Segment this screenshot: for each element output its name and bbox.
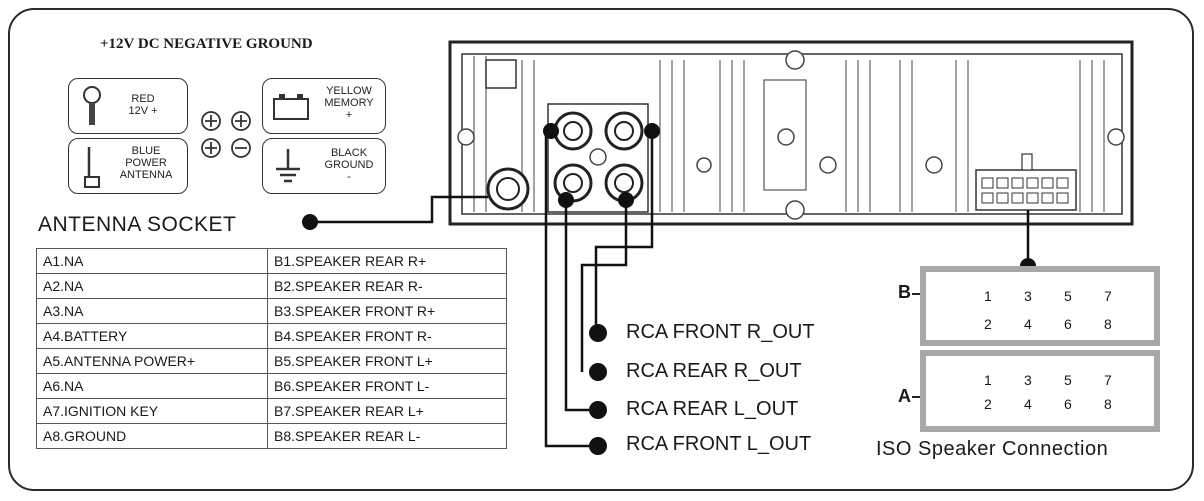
- rca-jacks: [553, 111, 644, 203]
- iso-b-pin: 3: [1024, 288, 1032, 304]
- pin-a-cell: A2.NA: [36, 273, 268, 299]
- blue-wire-box: BLUE POWER ANTENNA: [68, 138, 188, 194]
- red-wire-label: RED 12V +: [128, 93, 158, 117]
- iso-a-pin: 2: [984, 396, 992, 412]
- antenna-socket: [486, 167, 530, 211]
- iso-b-pin: 4: [1024, 316, 1032, 332]
- yellow-wire-box: YELLOW MEMORY +: [262, 78, 386, 134]
- rca-front-r-label: RCA FRONT R_OUT: [626, 321, 815, 343]
- iso-b-pin: 7: [1104, 288, 1112, 304]
- antenna-icon: [84, 147, 100, 188]
- iso-a-pin: 8: [1104, 396, 1112, 412]
- pin-a-cell: A3.NA: [36, 298, 268, 324]
- pin-b-cell: B6.SPEAKER FRONT L-: [267, 373, 507, 399]
- pin-b-cell: B8.SPEAKER REAR L-: [267, 423, 507, 449]
- black-wire-box: BLACK GROUND -: [262, 138, 386, 194]
- iso-b-pin: 1: [984, 288, 992, 304]
- pin-a-cell: A1.NA: [36, 248, 268, 274]
- iso-a-pin: 7: [1104, 372, 1112, 388]
- pin-a-cell: A4.BATTERY: [36, 323, 268, 349]
- pin-a-cell: A5.ANTENNA POWER+: [36, 348, 268, 374]
- iso-connector-socket: [975, 153, 1077, 211]
- power-header: +12V DC NEGATIVE GROUND: [100, 36, 313, 52]
- iso-a-pin: 1: [984, 372, 992, 388]
- pin-b-cell: B3.SPEAKER FRONT R+: [267, 298, 507, 324]
- connection-lines: [310, 129, 1030, 448]
- iso-a-pin: 3: [1024, 372, 1032, 388]
- iso-connector-b: 1 3 5 7 2 4 6 8: [920, 266, 1160, 346]
- red-wire-box: RED 12V +: [68, 78, 188, 134]
- mounting-screws: [457, 50, 1125, 220]
- diagram-frame: [8, 8, 1194, 491]
- iso-b-pin: 6: [1064, 316, 1072, 332]
- pin-b-cell: B7.SPEAKER REAR L+: [267, 398, 507, 424]
- iso-a-pin: 5: [1064, 372, 1072, 388]
- heatsink-fins: [473, 56, 1105, 212]
- rca-rear-l-label: RCA REAR L_OUT: [626, 398, 799, 420]
- pin-a-cell: A7.IGNITION KEY: [36, 398, 268, 424]
- pin-b-cell: B1.SPEAKER REAR R+: [267, 248, 507, 274]
- iso-b-pin: 8: [1104, 316, 1112, 332]
- iso-b-label: B: [898, 282, 911, 302]
- iso-b-pin: 2: [984, 316, 992, 332]
- iso-connector-a: 1 3 5 7 2 4 6 8: [920, 350, 1160, 432]
- black-wire-label: BLACK GROUND -: [324, 147, 374, 183]
- battery-icon: [273, 94, 309, 120]
- ground-icon: [276, 149, 300, 183]
- antenna-socket-label: ANTENNA SOCKET: [38, 213, 237, 236]
- rca-rear-r-label: RCA REAR R_OUT: [626, 360, 802, 382]
- key-icon: [83, 86, 101, 125]
- rca-front-l-label: RCA FRONT L_OUT: [626, 433, 812, 455]
- iso-a-label: A: [898, 386, 911, 406]
- pin-b-cell: B2.SPEAKER REAR R-: [267, 273, 507, 299]
- polarity-symbols: [201, 111, 251, 158]
- connection-dots: [302, 123, 1036, 455]
- iso-b-pin: 5: [1064, 288, 1072, 304]
- pin-b-cell: B4.SPEAKER FRONT R-: [267, 323, 507, 349]
- pin-a-cell: A8.GROUND: [36, 423, 268, 449]
- iso-a-pin: 4: [1024, 396, 1032, 412]
- iso-title: ISO Speaker Connection: [876, 438, 1109, 460]
- pin-b-cell: B5.SPEAKER FRONT L+: [267, 348, 507, 374]
- blue-wire-label: BLUE POWER ANTENNA: [119, 145, 173, 181]
- yellow-wire-label: YELLOW MEMORY +: [324, 85, 374, 121]
- iso-a-pin: 6: [1064, 396, 1072, 412]
- pin-table-row: A5.ANTENNA POWER+B5.SPEAKER FRONT L+: [36, 348, 507, 374]
- pin-a-cell: A6.NA: [36, 373, 268, 399]
